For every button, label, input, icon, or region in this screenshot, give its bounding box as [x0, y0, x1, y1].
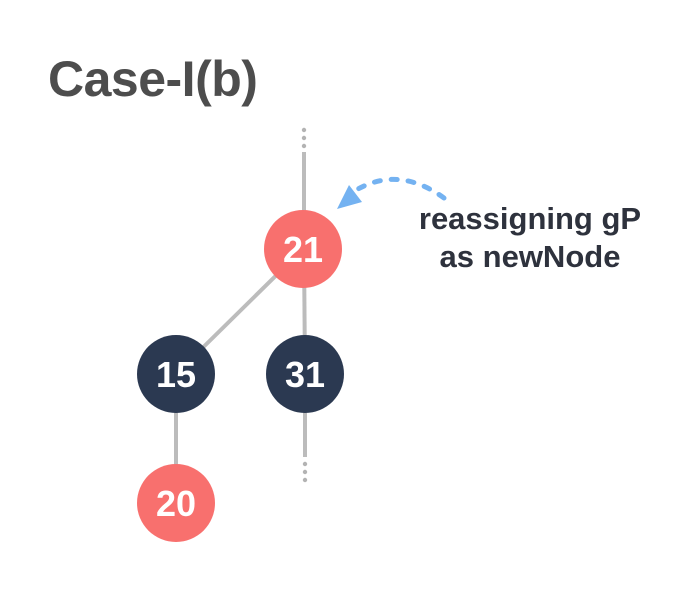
- annotation-line-2: as newNode: [439, 239, 621, 274]
- arrowhead-icon: [337, 185, 362, 209]
- node-value-20: 20: [156, 483, 196, 524]
- ellipsis-top-icon: [301, 127, 307, 149]
- ellipsis-dot: [302, 469, 308, 475]
- ellipsis-dot: [302, 477, 308, 483]
- ellipsis-dot: [301, 127, 307, 133]
- node-value-31: 31: [285, 354, 325, 395]
- node-circle-21: [264, 210, 342, 288]
- node-circle-31: [266, 335, 344, 413]
- dashed-arrow-curve: [355, 176, 447, 201]
- tree-node-20: 20: [137, 464, 215, 542]
- reassign-arrow-icon: [337, 176, 447, 209]
- node-circle-15: [137, 335, 215, 413]
- ellipsis-dot: [301, 135, 307, 141]
- page-title: Case-I(b): [48, 51, 258, 107]
- tree-node-15: 15: [137, 335, 215, 413]
- tree-node-21: 21: [264, 210, 342, 288]
- ellipsis-bottom-icon: [302, 461, 308, 483]
- annotation-line-1: reassigning gP: [418, 201, 642, 236]
- ellipsis-dot: [302, 461, 308, 467]
- node-value-21: 21: [283, 229, 323, 270]
- annotation-text: reassigning gP as newNode: [403, 200, 657, 276]
- ellipsis-dot: [301, 143, 307, 149]
- tree-node-31: 31: [266, 335, 344, 413]
- tree-edges: [174, 152, 307, 503]
- node-value-15: 15: [156, 354, 196, 395]
- node-circle-20: [137, 464, 215, 542]
